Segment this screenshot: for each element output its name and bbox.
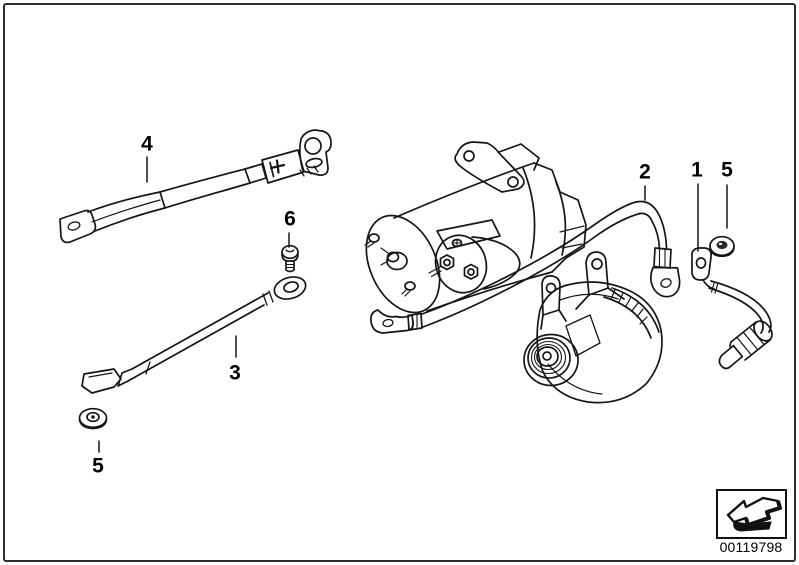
straight-battery-cable-3 [81, 276, 307, 394]
callout-3: 3 [229, 361, 241, 385]
sensor-cable-1 [691, 247, 773, 370]
callout-leader-lines [98, 156, 728, 453]
screw-6 [281, 244, 299, 273]
callout-5-top: 5 [721, 158, 733, 182]
hex-nut-5-top [709, 235, 735, 258]
battery-strap-cable-4 [59, 129, 332, 244]
ground-cable-2 [370, 200, 681, 334]
diagram-id-box [716, 489, 787, 539]
starter-motor-drawing [364, 141, 587, 314]
callout-1: 1 [691, 158, 703, 182]
diagram-border-frame [3, 3, 796, 562]
folded-arrow-icon [726, 496, 782, 532]
diagram-id-number: 00119798 [719, 539, 783, 555]
callout-4: 4 [141, 132, 153, 156]
alternator-drawing [523, 251, 663, 404]
callout-6: 6 [284, 207, 296, 231]
callout-2: 2 [639, 160, 651, 184]
washer-5-bottom [78, 407, 108, 430]
callout-5-bottom: 5 [92, 454, 104, 478]
